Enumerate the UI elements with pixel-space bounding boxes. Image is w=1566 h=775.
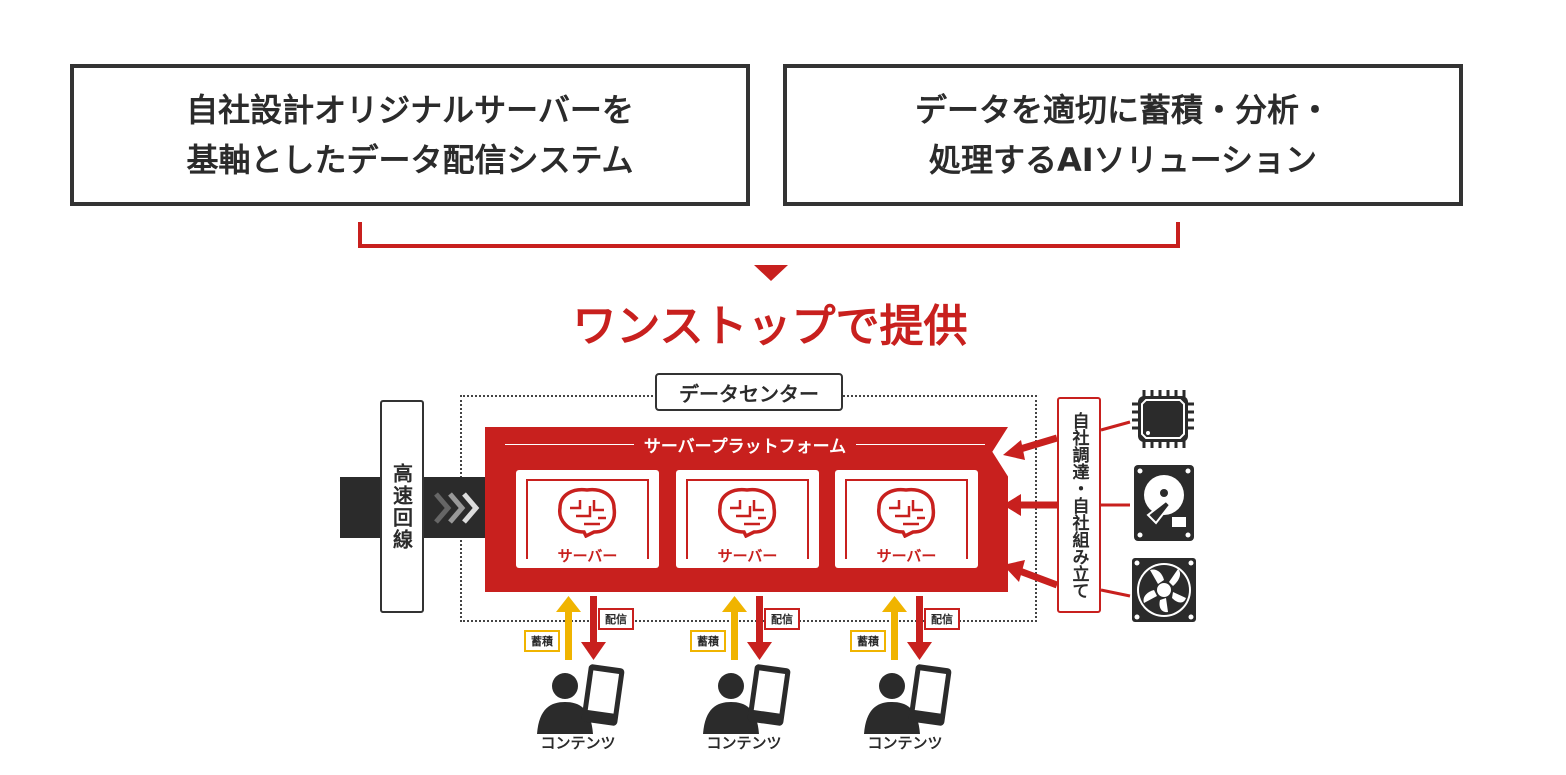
store-arrow	[882, 596, 907, 660]
store-arrow	[722, 596, 747, 660]
chevrons-icon	[434, 492, 480, 524]
down-triangle-icon	[754, 265, 788, 281]
content-label: コンテンツ	[540, 734, 616, 752]
deliver-tag: 配信	[924, 608, 960, 630]
store-tag: 蓄積	[850, 630, 886, 652]
brain-icon	[718, 487, 777, 538]
server-card: サーバー	[516, 470, 659, 568]
store-tag: 蓄積	[690, 630, 726, 652]
deliver-arrow	[581, 596, 606, 660]
person-with-phone-icon	[703, 664, 791, 734]
deliver-arrow	[747, 596, 772, 660]
feature-text: 自社設計オリジナルサーバーを	[186, 91, 634, 129]
feature-box-ai: データを適切に蓄積・分析・処理するAIソリューション	[783, 64, 1463, 206]
feature-text: 基軸としたデータ配信システム	[186, 141, 634, 179]
platform-title: サーバープラットフォーム	[505, 432, 985, 457]
deliver-tag: 配信	[598, 608, 634, 630]
server-label: サーバー	[551, 547, 624, 565]
bracket-connector	[358, 222, 1180, 248]
server-card: サーバー	[676, 470, 819, 568]
deliver-arrow	[907, 596, 932, 660]
hard-disk-icon	[1134, 465, 1194, 541]
feature-text: 処理するAIソリューション	[928, 141, 1318, 179]
server-label: サーバー	[711, 547, 784, 565]
deliver-tag: 配信	[764, 608, 800, 630]
content-label: コンテンツ	[706, 734, 782, 752]
store-arrow	[556, 596, 581, 660]
cooling-fan-icon	[1132, 558, 1196, 622]
headline: ワンストップで提供	[572, 301, 968, 352]
person-with-phone-icon	[537, 664, 625, 734]
flow-arrows	[556, 596, 932, 660]
content-label: コンテンツ	[867, 734, 943, 752]
datacenter-label: データセンター	[655, 373, 843, 411]
high-speed-line-label: 高速回線	[380, 400, 424, 613]
store-tag: 蓄積	[524, 630, 560, 652]
brain-icon	[558, 487, 617, 538]
feature-text: データを適切に蓄積・分析・	[914, 91, 1331, 129]
brain-icon	[877, 487, 936, 538]
platform-title-text: サーバープラットフォーム	[643, 437, 847, 457]
feature-box-server: 自社設計オリジナルサーバーを基軸としたデータ配信システム	[70, 64, 750, 206]
procurement-label: 自社調達・自社組み立て	[1057, 397, 1101, 613]
server-label: サーバー	[870, 547, 943, 565]
cpu-chip-icon	[1132, 390, 1194, 448]
server-card: サーバー	[835, 470, 978, 568]
procurement-arrows	[1003, 420, 1131, 598]
person-with-phone-icon	[864, 664, 952, 734]
